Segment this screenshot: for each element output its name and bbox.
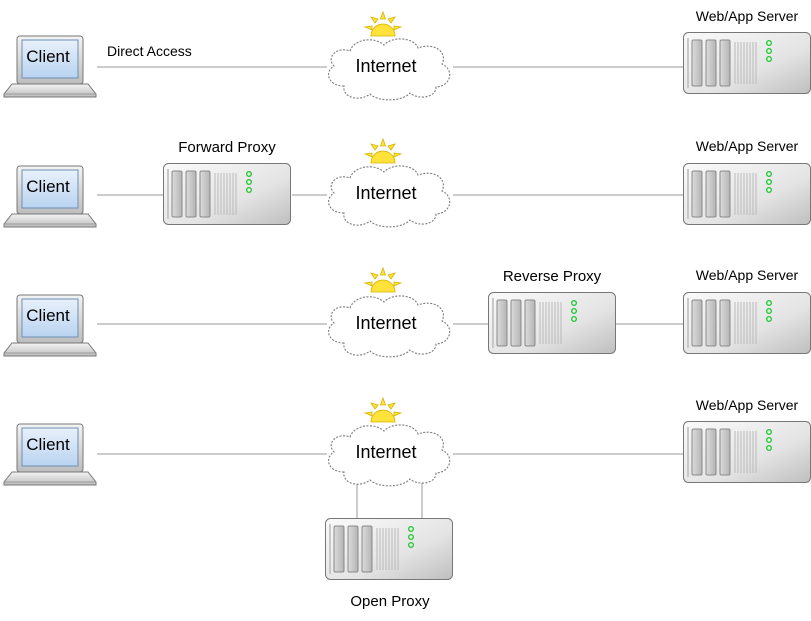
web-app-server-icon	[682, 420, 811, 484]
row-forward-proxy: Client Forward Proxy Internet Web/App Se…	[3, 138, 811, 228]
internet-cloud-icon: Internet	[327, 38, 451, 101]
client-laptop-icon: Client	[3, 165, 97, 228]
direct-access-label: Direct Access	[107, 43, 192, 59]
reverse-proxy-label: Reverse Proxy	[503, 268, 602, 285]
internet-label: Internet	[355, 56, 416, 76]
client-laptop-icon: Client	[3, 35, 97, 98]
row-reverse-proxy: Client Internet Reverse Proxy Web/App Se…	[3, 267, 811, 358]
web-app-server-label: Web/App Server	[696, 138, 799, 154]
sun-icon	[364, 11, 402, 37]
internet-label: Internet	[355, 313, 416, 333]
internet-cloud-icon: Internet	[327, 295, 451, 358]
web-app-server-label: Web/App Server	[696, 397, 799, 413]
client-label: Client	[26, 306, 70, 325]
sun-icon	[364, 138, 402, 164]
web-app-server-icon	[682, 162, 811, 226]
internet-label: Internet	[355, 442, 416, 462]
row-open-proxy: Client Internet Web/App Server Open Prox…	[3, 397, 811, 610]
forward-proxy-label: Forward Proxy	[178, 139, 276, 156]
sun-icon	[364, 267, 402, 293]
client-label: Client	[26, 47, 70, 66]
web-app-server-icon	[682, 31, 811, 95]
internet-cloud-icon: Internet	[327, 424, 451, 487]
web-app-server-icon	[682, 291, 811, 355]
web-app-server-label: Web/App Server	[696, 267, 799, 283]
client-laptop-icon: Client	[3, 294, 97, 357]
internet-cloud-icon: Internet	[327, 165, 451, 228]
sun-icon	[364, 397, 402, 423]
internet-label: Internet	[355, 183, 416, 203]
client-laptop-icon: Client	[3, 423, 97, 486]
forward-proxy-server-icon	[162, 162, 292, 226]
client-label: Client	[26, 177, 70, 196]
reverse-proxy-server-icon	[487, 291, 617, 355]
client-label: Client	[26, 435, 70, 454]
open-proxy-label: Open Proxy	[350, 593, 430, 610]
open-proxy-server-icon	[324, 517, 454, 581]
row-direct-access: Client Direct Access Internet Web/App Se…	[3, 8, 811, 101]
web-app-server-label: Web/App Server	[696, 8, 799, 24]
